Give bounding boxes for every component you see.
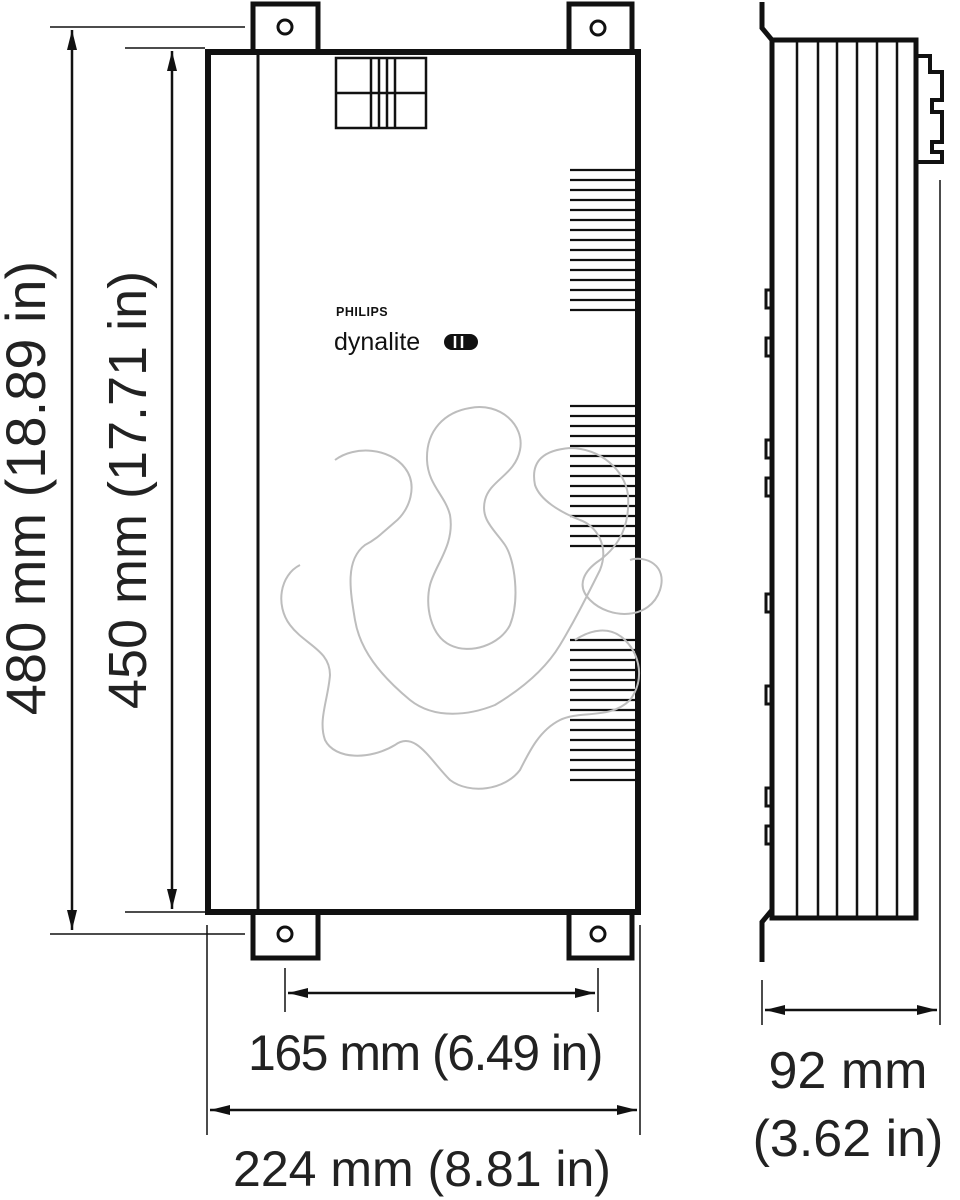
mounting-tab-top-left [250, 1, 321, 52]
vent-slots-lower [570, 638, 636, 782]
label-overall-height: 480 mm (18.89 in) [0, 261, 57, 715]
vent-slots-upper [570, 168, 636, 312]
watermark-logo-icon [280, 406, 663, 790]
side-view [759, 2, 944, 962]
label-mounting-width: 165 mm (6.49 in) [248, 1025, 602, 1081]
top-connector-block [334, 56, 428, 130]
vent-slots-middle [570, 404, 636, 548]
dynalite-mark-icon [444, 334, 478, 350]
label-depth-imperial: (3.62 in) [753, 1110, 944, 1168]
mounting-hole-icon [589, 19, 607, 37]
enclosure-body [205, 49, 641, 915]
label-depth-metric: 92 mm [769, 1042, 928, 1100]
brand-product-line: dynalite [334, 328, 420, 356]
mounting-hole-icon [589, 925, 607, 943]
front-view: PHILIPS dynalite [205, 1, 663, 961]
mounting-hole-icon [276, 925, 294, 943]
dimension-lines [50, 26, 941, 1135]
side-connector-profile [916, 54, 944, 164]
label-overall-width: 224 mm (8.81 in) [233, 1141, 611, 1197]
side-notches [764, 288, 772, 846]
label-mounting-height: 450 mm (17.71 in) [98, 271, 158, 709]
mounting-tab-bottom-left [250, 912, 321, 961]
side-body [769, 37, 919, 921]
mounting-tab-bottom-right [566, 912, 635, 961]
mounting-hole-icon [276, 18, 294, 36]
mounting-tab-top-right [566, 1, 635, 52]
brand-logo: PHILIPS dynalite [334, 305, 478, 356]
heatsink-fins [795, 40, 899, 918]
brand-maker: PHILIPS [336, 305, 388, 319]
